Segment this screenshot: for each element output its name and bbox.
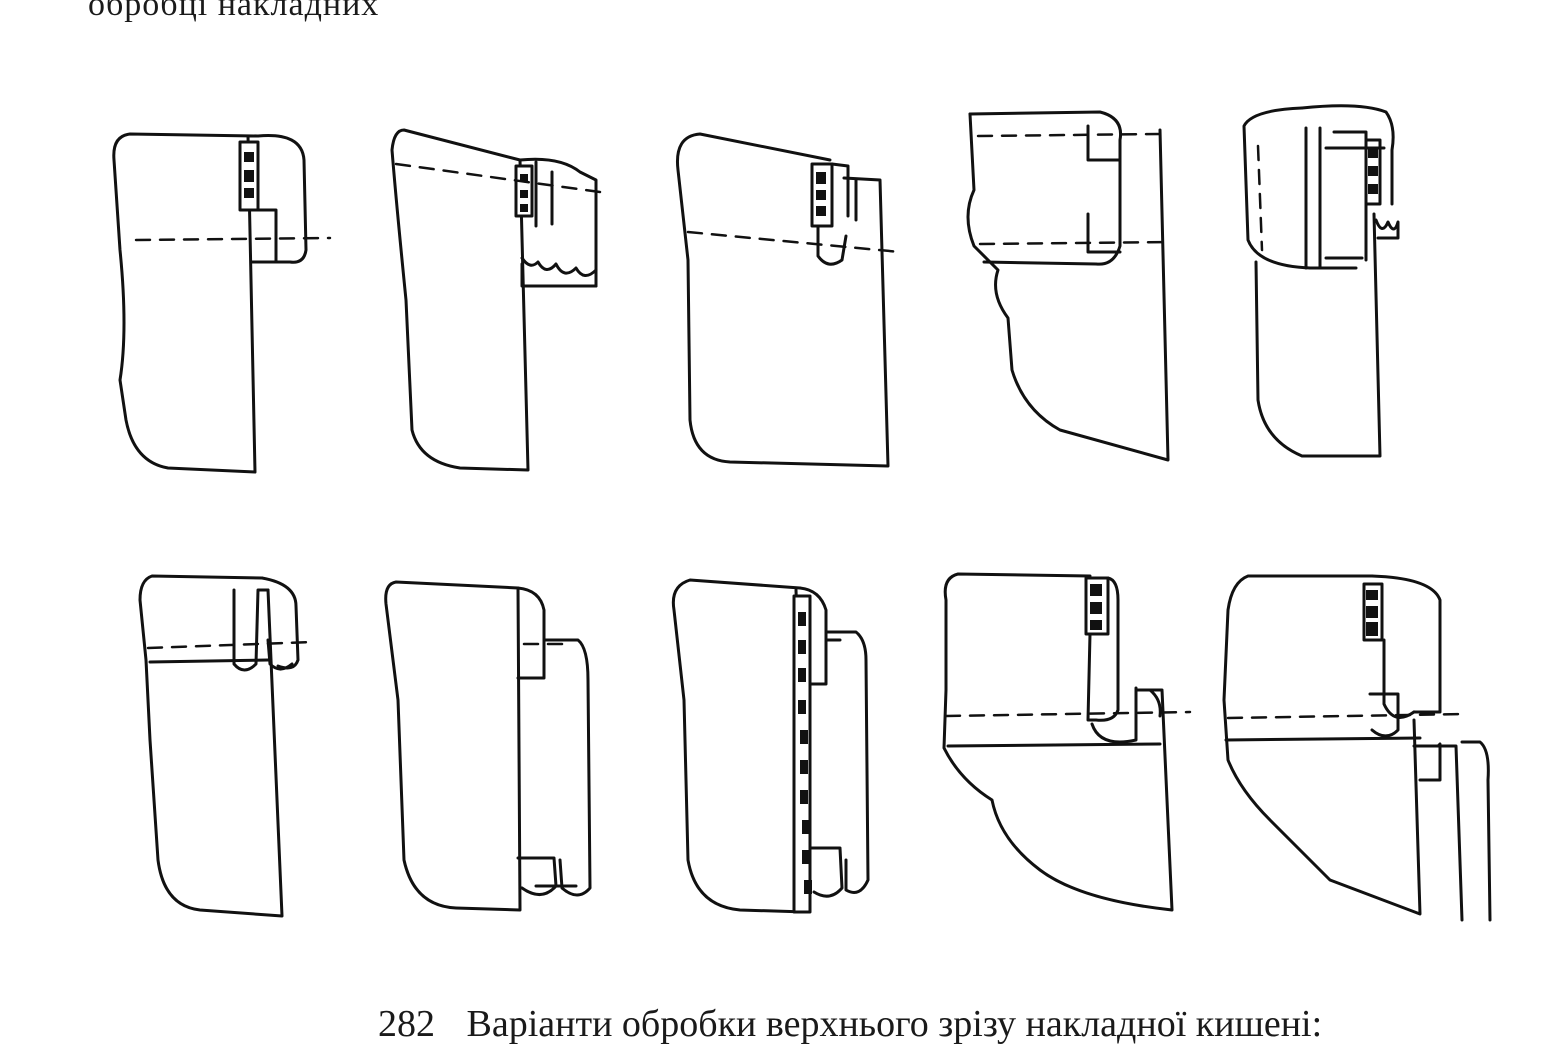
pocket-variant-1 xyxy=(112,132,332,474)
pocket-variant-4 xyxy=(966,110,1170,462)
pocket-variant-8 xyxy=(671,578,870,914)
caption-text: Варіанти обробки верхнього зрізу накладн… xyxy=(466,1003,1323,1045)
pocket-variant-7 xyxy=(384,580,592,912)
pocket-variant-5 xyxy=(1242,104,1400,458)
pocket-variant-2 xyxy=(390,128,602,472)
figure-number: 282 xyxy=(378,1003,435,1045)
pocket-variant-6 xyxy=(138,574,314,918)
pocket-variant-3 xyxy=(675,132,902,468)
pocket-variant-9 xyxy=(942,572,1192,912)
header-text: обробці накладних xyxy=(88,0,380,23)
pocket-variant-10 xyxy=(1222,574,1492,922)
figure-caption: 282 Варіанти обробки верхнього зрізу нак… xyxy=(378,1002,1322,1046)
